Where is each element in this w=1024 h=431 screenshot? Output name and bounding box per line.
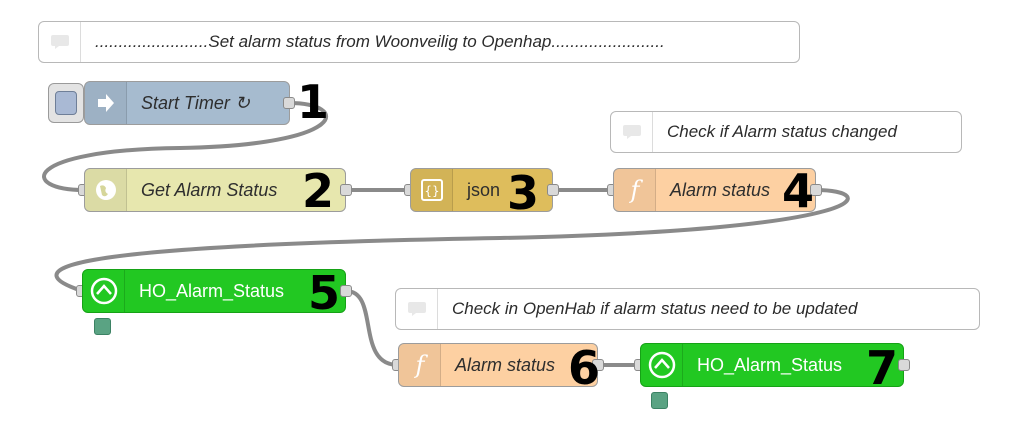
wire-openhab-to-function2 [345,289,399,367]
node-status-indicator [651,392,668,409]
node-alarm-status-function-2[interactable]: f Alarm status [398,343,598,387]
output-port[interactable] [340,184,352,196]
output-port[interactable] [592,359,604,371]
node-json[interactable]: {} json [410,168,553,212]
step-number-3: 3 [507,166,540,220]
node-label: Start Timer ↻ [141,92,250,113]
step-number-5: 5 [308,266,341,320]
svg-text:{}: {} [424,184,439,198]
comment-check-openhab-text: Check in OpenHab if alarm status need to… [452,299,858,318]
comment-check-openhab[interactable]: Check in OpenHab if alarm status need to… [395,288,980,330]
node-label: HO_Alarm_Status [697,354,843,375]
openhab-icon [83,270,125,312]
step-number-6: 6 [568,341,601,395]
output-port[interactable] [340,285,352,297]
comment-check-changed-text: Check if Alarm status changed [667,122,897,141]
step-number-7: 7 [866,341,899,395]
output-port[interactable] [283,97,295,109]
node-ho-alarm-status-2[interactable]: HO_Alarm_Status [640,343,904,387]
node-status-indicator [94,318,111,335]
wire-timer-to-http [42,101,328,192]
braces-icon: {} [411,169,453,211]
node-label: Alarm status [455,354,556,375]
step-number-2: 2 [302,164,335,218]
output-port[interactable] [898,359,910,371]
comment-main[interactable]: ........................Set alarm status… [38,21,800,63]
node-label: Get Alarm Status [141,179,278,200]
svg-text:f: f [628,177,643,203]
svg-text:f: f [413,352,428,378]
globe-icon [85,169,127,211]
output-port[interactable] [547,184,559,196]
wire-function-to-openhab [54,188,850,293]
inject-trigger-button[interactable] [48,83,84,123]
comment-check-changed[interactable]: Check if Alarm status changed [610,111,962,153]
comment-icon [611,112,653,152]
node-start-timer[interactable]: Start Timer ↻ [84,81,290,125]
function-icon: f [614,169,656,211]
node-label: HO_Alarm_Status [139,280,285,301]
openhab-icon [641,344,683,386]
output-port[interactable] [810,184,822,196]
function-icon: f [399,344,441,386]
comment-main-text: ........................Set alarm status… [95,32,665,51]
step-number-4: 4 [782,164,815,218]
comment-icon [396,289,438,329]
node-alarm-status-function[interactable]: f Alarm status [613,168,816,212]
inject-arrow-icon [85,82,127,124]
node-label: Alarm status [670,179,771,200]
comment-icon [39,22,81,62]
inject-trigger-icon [55,91,77,115]
step-number-1: 1 [297,75,330,129]
node-label: json [467,179,501,200]
node-ho-alarm-status[interactable]: HO_Alarm_Status [82,269,346,313]
